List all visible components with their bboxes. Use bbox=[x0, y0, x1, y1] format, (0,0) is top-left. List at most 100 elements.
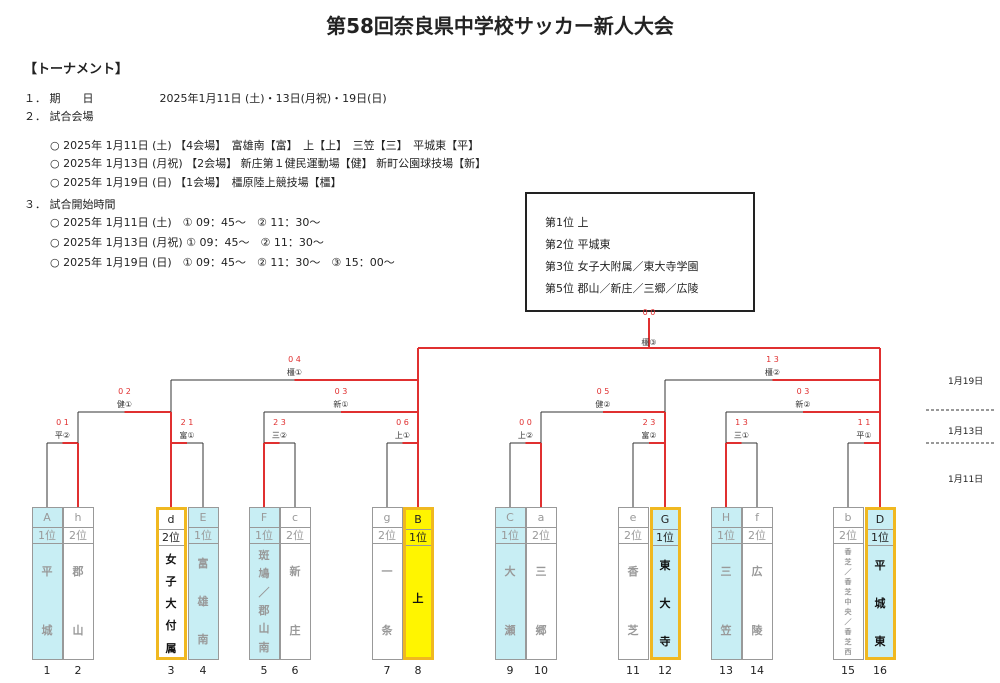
seed-number: 3 bbox=[167, 664, 175, 677]
section-heading: 【トーナメント】 bbox=[24, 62, 129, 77]
score-label: 0 5 bbox=[596, 387, 610, 396]
score-label: 0 6 bbox=[396, 418, 409, 427]
score-label: 0 0 bbox=[642, 308, 656, 317]
score-label: 1 3 bbox=[766, 355, 779, 364]
rank-label: 1位 bbox=[249, 527, 279, 544]
venue-label: 平② bbox=[54, 431, 71, 440]
team-name: 三郷 bbox=[535, 565, 547, 638]
score-label: 0 3 bbox=[334, 387, 348, 396]
score-label: 1 3 bbox=[735, 418, 748, 427]
seed-number: 11 bbox=[626, 664, 640, 677]
team-column: d 2位女子大付属 bbox=[155, 507, 187, 660]
group-label: G bbox=[660, 513, 670, 526]
score-label: 0 1 bbox=[56, 418, 69, 427]
rank-label: 1位 bbox=[652, 529, 678, 546]
seed-number: 14 bbox=[750, 664, 764, 677]
group-label: F bbox=[260, 511, 268, 524]
score-label: 2 1 bbox=[180, 418, 194, 427]
info-line: １． 期 日 2025年1月11日 (土)・13日(月祝)・19日(日) bbox=[24, 92, 387, 105]
team-column: F 1位斑鳩／郡山南 bbox=[248, 507, 280, 660]
score-label: 0 3 bbox=[796, 387, 810, 396]
venue-label: 上② bbox=[517, 431, 534, 440]
team-name: 香芝／香芝中央／香芝西 bbox=[844, 548, 852, 656]
venue-label: 新② bbox=[795, 400, 811, 409]
seed-number: 15 bbox=[841, 664, 855, 677]
seed-number: 1 bbox=[43, 664, 51, 677]
score-label: 0 2 bbox=[118, 387, 131, 396]
score-label: 1 1 bbox=[857, 418, 871, 427]
team-name: 平城東 bbox=[874, 559, 886, 648]
seed-number: 16 bbox=[873, 664, 887, 677]
seed-number: 6 bbox=[291, 664, 299, 677]
group-label: A bbox=[43, 511, 51, 524]
seed-number: 4 bbox=[199, 664, 207, 677]
team-name: 平城 bbox=[41, 565, 53, 638]
group-label: d bbox=[167, 513, 175, 526]
info-line: ○ 2025年 1月13日 (月祝) ① 09：45～ ② 11：30～ bbox=[50, 236, 324, 249]
page-title: 第58回奈良県中学校サッカー新人大会 bbox=[326, 14, 674, 38]
score-label: 2 3 bbox=[273, 418, 286, 427]
team-name: 一条 bbox=[381, 565, 393, 638]
score-label: 0 0 bbox=[519, 418, 532, 427]
info-line: ○ 2025年 1月13日 (月祝) 【2会場】 新庄第１健民運動場【健】 新町… bbox=[50, 157, 487, 170]
rank-label: 2位 bbox=[742, 527, 772, 544]
rank-label: 2位 bbox=[618, 527, 648, 544]
rank-label: 2位 bbox=[526, 527, 556, 544]
team-name: 新庄 bbox=[289, 565, 301, 638]
seed-number: 8 bbox=[414, 664, 422, 677]
seed-number: 13 bbox=[719, 664, 733, 677]
group-label: B bbox=[414, 513, 422, 526]
group-label: a bbox=[537, 511, 545, 524]
group-label: e bbox=[629, 511, 637, 524]
rank-1: 第1位 上 bbox=[545, 216, 589, 229]
team-name: 香芝 bbox=[627, 565, 639, 638]
info-line: ２． 試合会場 bbox=[24, 110, 94, 123]
venue-label: 三① bbox=[733, 431, 750, 440]
team-column: A 1位平城 bbox=[31, 507, 63, 660]
venue-label: 健① bbox=[116, 400, 133, 409]
rank-label: 2位 bbox=[158, 529, 184, 546]
seed-number: 9 bbox=[506, 664, 514, 677]
rank-label: 1位 bbox=[405, 529, 431, 546]
venue-label: 健② bbox=[595, 400, 611, 409]
team-name: 女子大付属 bbox=[165, 553, 177, 655]
team-name: 三笠 bbox=[720, 565, 732, 638]
rank-label: 1位 bbox=[495, 527, 525, 544]
rank-5: 第5位 郡山／新庄／三郷／広陵 bbox=[545, 282, 699, 295]
group-label: E bbox=[199, 511, 207, 524]
group-label: g bbox=[383, 511, 391, 524]
team-name: 大瀬 bbox=[504, 565, 516, 638]
venue-label: 富① bbox=[179, 431, 195, 440]
rank-label: 1位 bbox=[867, 529, 893, 546]
seed-number: 12 bbox=[658, 664, 672, 677]
team-name: 富雄南 bbox=[197, 557, 209, 646]
seed-number: 10 bbox=[534, 664, 548, 677]
ranking-box: 第1位 上 第2位 平城東 第3位 女子大附属／東大寺学園 第5位 郡山／新庄／… bbox=[525, 192, 755, 312]
team-column: B 1位上 bbox=[402, 507, 434, 660]
info-line: ○ 2025年 1月11日 (土) 【4会場】 富雄南【富】 上【上】 三笠【三… bbox=[50, 139, 480, 152]
venue-label: 平① bbox=[856, 431, 872, 440]
team-column: a 2位三郷 bbox=[525, 507, 557, 660]
team-name: 上 bbox=[412, 592, 424, 605]
date-label: 1月19日 bbox=[948, 377, 984, 387]
team-name: 広陵 bbox=[751, 565, 763, 638]
seed-number: 2 bbox=[74, 664, 82, 677]
rank-label: 1位 bbox=[32, 527, 62, 544]
seed-number: 5 bbox=[260, 664, 268, 677]
venue-label: 橿③ bbox=[641, 338, 657, 347]
info-line: ○ 2025年 1月19日 (日) ① 09：45～ ② 11：30～ ③ 15… bbox=[50, 256, 395, 269]
rank-label: 1位 bbox=[711, 527, 741, 544]
info-line: ○ 2025年 1月19日 (日) 【1会場】 橿原陸上競技場【橿】 bbox=[50, 176, 342, 189]
team-name: 東大寺 bbox=[659, 559, 671, 648]
rank-3: 第3位 女子大附属／東大寺学園 bbox=[545, 260, 699, 273]
team-column: e 2位香芝 bbox=[617, 507, 649, 660]
rank-2: 第2位 平城東 bbox=[545, 238, 611, 251]
team-name: 斑鳩／郡山南 bbox=[258, 549, 270, 654]
rank-label: 2位 bbox=[280, 527, 310, 544]
venue-label: 橿① bbox=[286, 368, 303, 377]
